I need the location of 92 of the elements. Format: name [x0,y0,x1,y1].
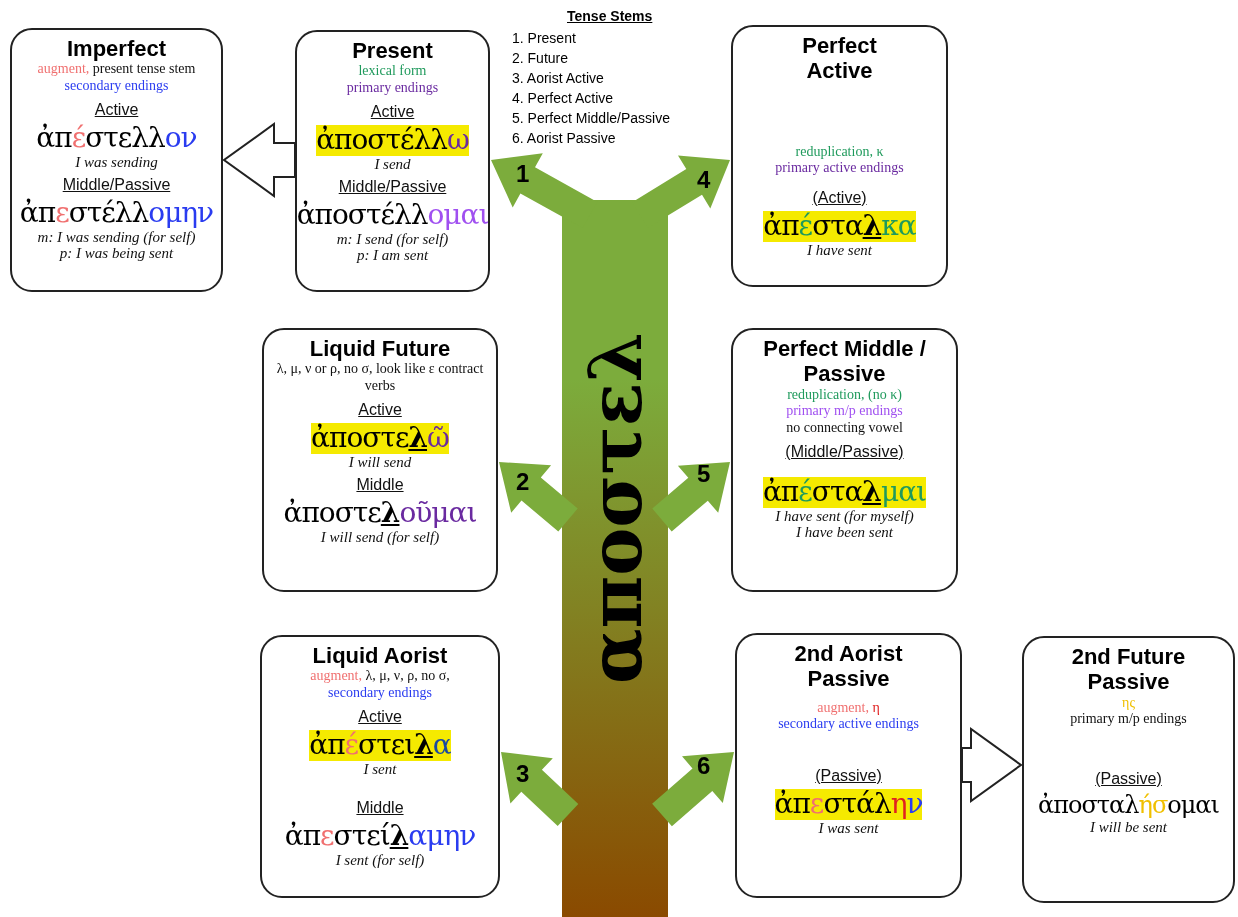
tense-box [731,328,958,592]
branch-arrow [652,462,730,532]
box-title: 2nd Future Passive [1070,644,1187,695]
note-text: secondary active endings [778,716,919,734]
list-item: 5. Perfect Middle/Passive [512,110,670,126]
edge-label: 5 [697,460,711,488]
greek-form: ἀπεστάλην [774,789,923,820]
note-text: primary m/p endings [786,403,903,421]
tense-box [731,25,948,287]
voice-heading: (Passive) [1095,770,1162,789]
greek-form: ἀποστέλλομαι [296,200,489,231]
list-item: 6. Aorist Passive [512,130,616,146]
box-title: Liquid Aorist [312,643,448,669]
note-text: secondary endings [328,685,432,702]
translation: m: I send (for self) [336,231,449,248]
tense-box [295,30,490,292]
translation: I have sent (for myself) [775,507,914,525]
box-title: 2nd Aorist Passive [793,641,904,692]
greek-form: ἀπεστέλλομην [19,198,214,229]
box-title: Imperfect [66,36,166,62]
branch-arrow [501,752,579,826]
edge-label: 2 [516,468,530,496]
tense-box [735,633,962,898]
list-heading: Tense Stems [567,8,653,24]
box-title: Liquid Future [309,336,451,362]
translation: I sent (for self) [335,852,425,869]
translation: I have sent [807,242,872,259]
voice-heading: Active [94,100,139,119]
branch-arrow [652,752,734,827]
edge-label: 6 [697,752,711,780]
list-item: 3. Aorist Active [512,70,604,86]
note-text: augment, η [817,699,880,717]
voice-heading: Active [370,102,415,121]
trunk-shape [562,200,668,917]
greek-form: ἀποστέλλω [316,124,469,156]
translation: I will send (for self) [320,529,440,546]
edge-label: 4 [697,166,711,194]
greek-form: ἀποσταλήσομαι [1038,792,1219,819]
greek-form: ἀπέστειλα [309,729,451,761]
translation: p: I was being sent [59,245,174,262]
voice-heading: Active [358,707,402,726]
edge-label: 3 [516,760,530,788]
voice-heading: Middle/Passive [62,176,171,195]
translation: p: I am sent [356,247,429,264]
greek-form: ἀπέσταλκα [763,211,916,242]
voice-heading: (Middle/Passive) [785,443,904,461]
note-text: augment, λ, μ, ν, ρ, no σ, [310,668,450,686]
list-item: 1. Present [512,30,576,46]
edge-label: 1 [516,160,530,188]
hollow-block-arrow [222,122,296,198]
translation: I will send [348,453,412,471]
list-item: 2. Future [512,50,569,66]
box-title: Present [352,38,433,64]
translation: I have been sent [795,524,893,541]
note-text: reduplication, κ [795,143,884,161]
note-text: augment, present tense stem [37,61,196,79]
box-title: Perfect Active [801,33,878,84]
translation: I sent [363,760,397,778]
stem-text: αποστελ [572,332,658,685]
translation: I send [374,155,411,173]
note-text: reduplication, (no κ) [787,386,902,404]
translation: I will be sent [1089,818,1168,836]
greek-form: ἀποστελοῦμαι [283,498,477,529]
tense-box [260,635,500,898]
voice-heading: Middle [356,476,404,495]
note-text: lexical form [358,63,427,81]
note-text: secondary endings [64,78,169,95]
note-text: primary active endings [775,160,904,178]
hollow-block-arrow [961,727,1023,803]
tense-box [10,28,223,292]
note-text: λ, μ, ν or ρ, no σ, look like ε contract verbs [275,361,485,395]
greek-form: ἀποστελῶ [311,422,449,454]
translation: I was sending [75,153,158,171]
note-text: primary m/p endings [1070,711,1187,729]
branch-arrow [499,462,578,532]
translation: m: I was sending (for self) [37,229,196,246]
greek-form: ἀπέστελλον [36,122,197,154]
greek-form: ἀπέσταλμαι [762,477,927,508]
voice-heading: Active [358,400,402,419]
note-text: ης [1122,694,1135,712]
list-item: 4. Perfect Active [512,90,614,106]
box-title: Perfect Middle / Passive [762,336,927,387]
greek-form: ἀπεστείλαμην [284,821,476,852]
voice-heading: Middle [356,799,404,818]
translation: I was sent [818,820,879,837]
voice-heading: (Passive) [815,767,882,786]
voice-heading: Middle/Passive [338,178,447,197]
voice-heading: (Active) [812,189,867,208]
tense-box [262,328,498,592]
tense-box [1022,636,1235,903]
note-text: no connecting vowel [786,420,903,437]
note-text: primary endings [346,80,439,97]
